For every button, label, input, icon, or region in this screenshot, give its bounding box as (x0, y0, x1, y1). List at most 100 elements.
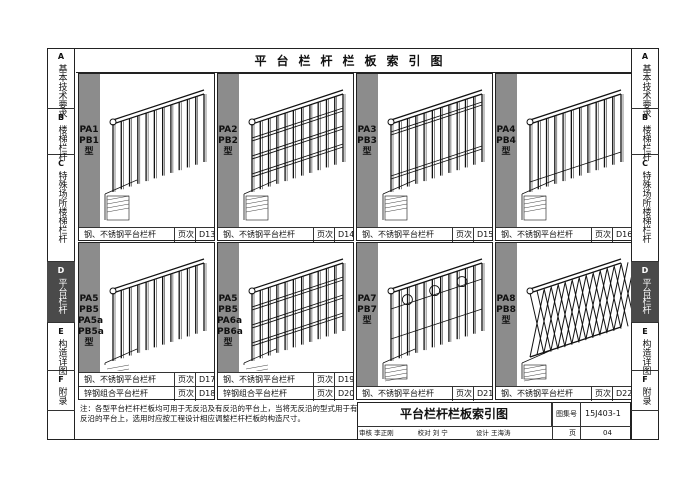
railing-line (384, 199, 408, 205)
caption-page-label: 页次 (313, 228, 333, 242)
panel-code-5: PA5 PB5 PA5a PB5a 型 (78, 242, 104, 372)
caption-page-label: 页次 (313, 373, 333, 387)
tab-label: 构造详图 (56, 339, 67, 375)
railing-line (529, 258, 622, 290)
railing-drawing-5 (104, 258, 207, 371)
railing-line (613, 262, 629, 330)
tab-key: E (642, 327, 648, 336)
caption-page-link[interactable]: D16 (612, 228, 632, 242)
panel-2 (217, 73, 354, 241)
title-block-vdivider (552, 402, 553, 440)
caption-page-link[interactable]: D18 (195, 387, 215, 401)
railing-line (112, 89, 205, 121)
railing-line (384, 368, 408, 374)
panel-5 (78, 242, 215, 400)
railing-line (529, 326, 622, 358)
railing-line (251, 315, 344, 347)
title-block-divider (357, 426, 631, 427)
railing-line (523, 376, 547, 382)
caption-page-link[interactable]: D22 (612, 387, 632, 401)
design-name: 王海涛 (490, 429, 511, 437)
railing-ring (456, 276, 468, 288)
railing-line (251, 262, 344, 294)
note-text: 注：各型平台栏杆栏板均可用于无反沿及有反沿的平台上，当将无反沿的型式用于有反沿的… (80, 404, 358, 423)
caption-page-link[interactable]: D15 (473, 228, 493, 242)
railing-line (382, 179, 416, 195)
railing-line (390, 145, 483, 177)
right-tab-a[interactable]: A 基本技术要求 (631, 48, 659, 118)
railing-line (251, 128, 344, 160)
railing-line (390, 258, 483, 290)
panel-1 (78, 73, 215, 241)
panel-code-1: PA1 PB1 型 (78, 73, 100, 227)
tab-key: A (641, 52, 649, 61)
railing-line (523, 364, 547, 370)
railing-line (251, 143, 344, 175)
railing-line (251, 89, 344, 121)
tab-key: C (642, 159, 648, 168)
caption-page-link[interactable]: D14 (334, 228, 354, 242)
railing-line (251, 297, 344, 329)
railing-line (243, 179, 277, 195)
railing-line (592, 269, 608, 337)
railing-line (106, 195, 130, 201)
page-label: 页 (569, 429, 576, 437)
railing-ring (429, 285, 441, 297)
railing-line (578, 273, 594, 341)
title-block (357, 402, 631, 440)
caption-page-link[interactable]: D20 (334, 387, 354, 401)
railing-line (251, 279, 344, 311)
railing-line (251, 294, 344, 326)
railing-line (245, 195, 269, 201)
panel-code-4: PA4 PB4 型 (495, 73, 517, 227)
tab-key: E (58, 327, 64, 336)
railing-line (251, 125, 344, 157)
railing-line (384, 364, 408, 370)
caption-page-link[interactable]: D19 (334, 373, 354, 387)
caption-page-label: 页次 (591, 387, 611, 401)
railing-line (536, 287, 552, 355)
tab-label: 平台栏杆 (56, 278, 67, 314)
caption-page-link[interactable]: D21 (473, 387, 493, 401)
railing-line (384, 376, 408, 382)
tab-label: 附录 (56, 387, 67, 405)
caption-page-link[interactable]: D17 (195, 373, 215, 387)
railing-line (523, 372, 547, 378)
railing-ring (401, 294, 413, 306)
railing-line (255, 368, 269, 371)
tab-label: 基本技术要求 (56, 64, 67, 118)
railing-line (251, 312, 344, 344)
railing-drawing-1 (104, 89, 207, 221)
caption-name: 钢、不锈钢平台栏杆 (84, 375, 156, 384)
tab-label: 基本技术要求 (640, 64, 651, 118)
caption-page-link[interactable]: D13 (195, 228, 215, 242)
railing-line (384, 195, 408, 201)
atlas-number: 15J403-1 (585, 409, 621, 418)
caption-page-label: 页次 (174, 387, 194, 401)
railing-line (571, 276, 587, 344)
tab-key: C (58, 159, 64, 168)
railing-line (523, 368, 547, 374)
railing-line (390, 101, 483, 133)
tab-key: D (641, 266, 649, 275)
page-number: 04 (603, 429, 612, 437)
railing-line (251, 146, 344, 178)
railing-line (390, 93, 483, 125)
railing-line (106, 364, 130, 370)
tab-key: B (641, 113, 649, 122)
left-tab-e[interactable]: E 构造详图 (47, 323, 75, 375)
check-label: 校对 (417, 429, 431, 437)
caption-page-label: 页次 (452, 228, 472, 242)
